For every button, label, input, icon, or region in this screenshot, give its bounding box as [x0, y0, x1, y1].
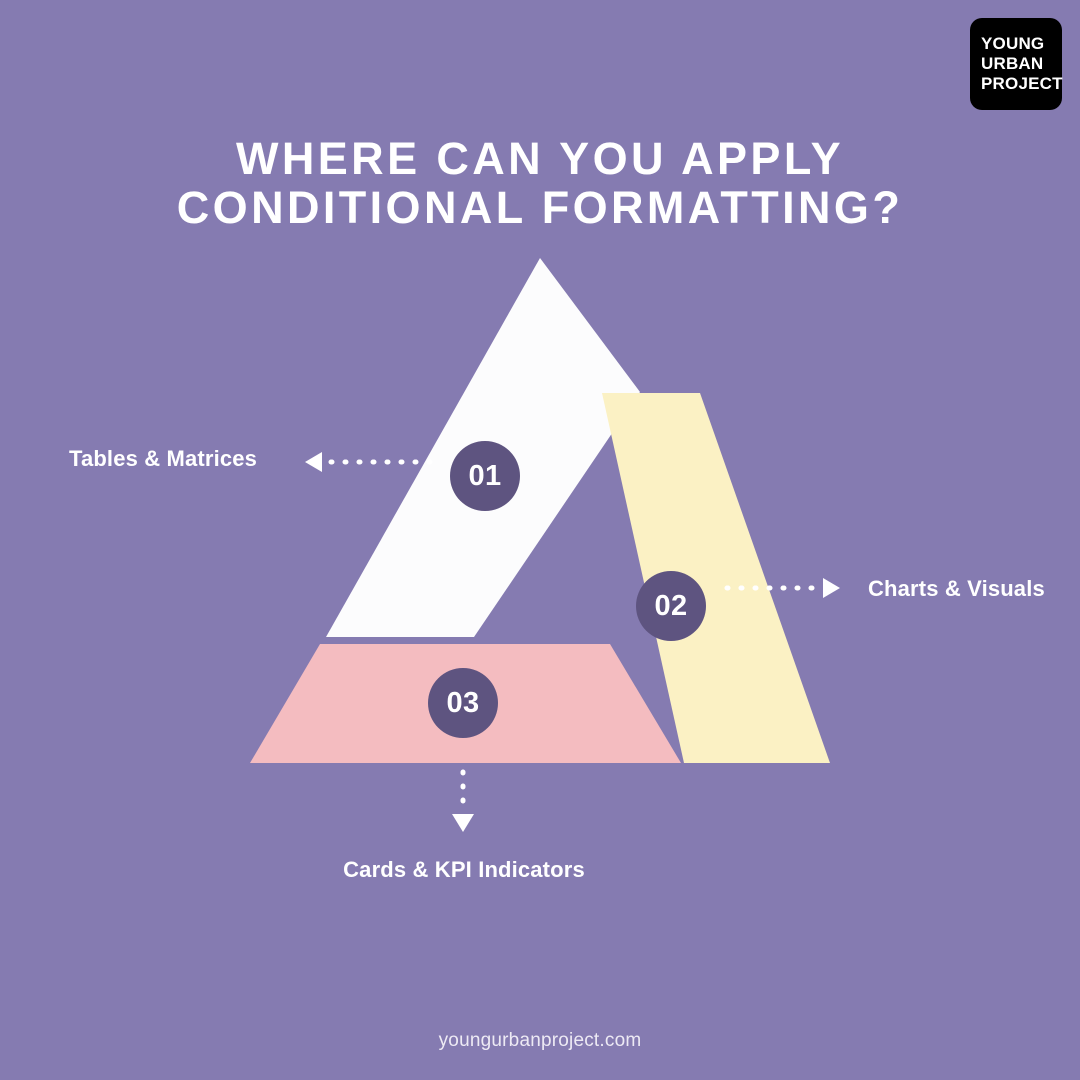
- segment-03-number-badge[interactable]: 03: [428, 668, 498, 738]
- page-title-line-1: WHERE CAN YOU APPLY: [235, 133, 845, 185]
- logo-line-2: URBAN: [981, 54, 1044, 74]
- logo-line-3: PROJECT: [981, 73, 1063, 93]
- page-title-line-2: CONDITIONAL FORMATTING?: [176, 182, 904, 234]
- segment-01-number-badge[interactable]: 01: [450, 441, 520, 511]
- segment-01-label: Tables & Matrices: [69, 446, 257, 471]
- connector-02-arrowhead-icon: [823, 578, 840, 598]
- logo-line-1: YOUNG: [981, 34, 1045, 54]
- connector-03-arrowhead-icon: [452, 814, 474, 832]
- connector-02: [724, 578, 840, 598]
- brand-logo: YOUNG URBAN PROJECT: [970, 18, 1063, 110]
- footer-website-url[interactable]: youngurbanproject.com: [438, 1030, 642, 1051]
- connector-01-arrowhead-icon: [305, 452, 322, 472]
- segment-02-label: Charts & Visuals: [868, 576, 1045, 601]
- connector-01: [305, 452, 433, 472]
- segment-02-number-badge[interactable]: 02: [636, 571, 706, 641]
- segment-03-label: Cards & KPI Indicators: [343, 857, 585, 882]
- segment-02-shape[interactable]: [602, 393, 830, 763]
- page-title: WHERE CAN YOU APPLY CONDITIONAL FORMATTI…: [0, 134, 1080, 232]
- connector-03: [452, 769, 474, 832]
